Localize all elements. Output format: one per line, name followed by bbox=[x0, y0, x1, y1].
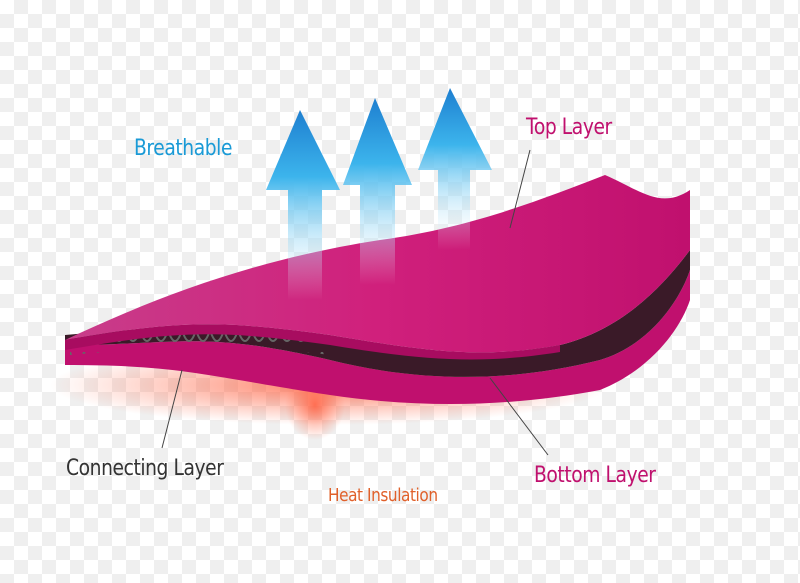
arrow-icon bbox=[266, 110, 340, 300]
arrow-icon bbox=[418, 88, 492, 250]
arrow-icon bbox=[343, 98, 412, 285]
label-connecting-layer: Connecting Layer bbox=[66, 456, 224, 481]
label-heat-insulation: Heat Insulation bbox=[328, 485, 438, 506]
leader-lines bbox=[161, 149, 549, 456]
label-bottom-layer: Bottom Layer bbox=[534, 463, 656, 488]
label-breathable: Breathable bbox=[134, 136, 233, 161]
label-top-layer: Top Layer bbox=[526, 115, 612, 140]
breathable-arrows bbox=[266, 88, 492, 300]
